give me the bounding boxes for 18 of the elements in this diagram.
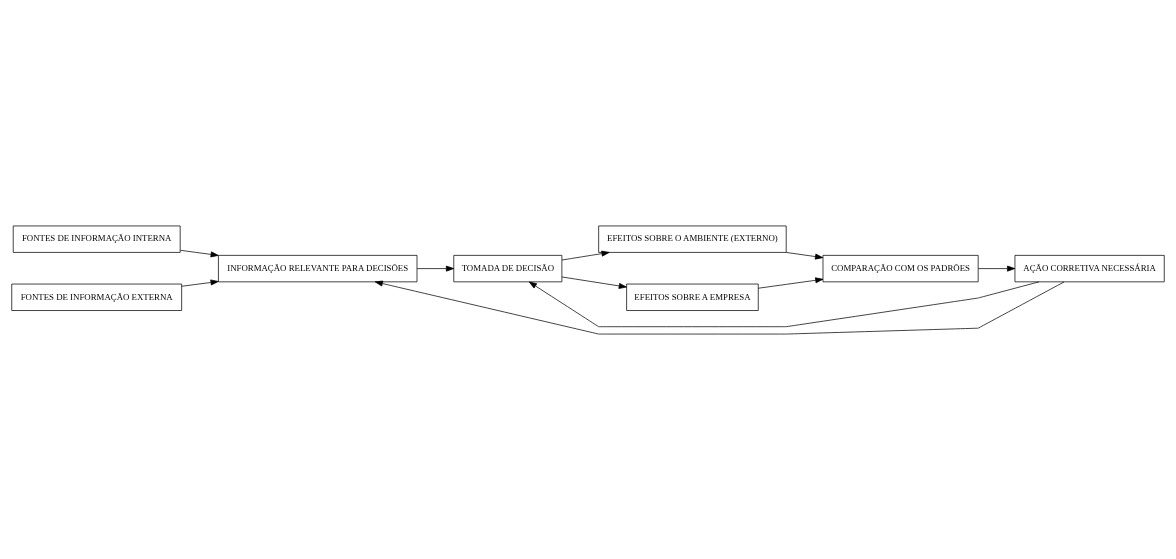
node-box: TOMADA DE DECISÃO <box>453 254 563 282</box>
arrow <box>181 279 219 287</box>
arrow <box>757 276 824 289</box>
arrow <box>785 251 824 259</box>
node-box: COMPARAÇÃO COM OS PADRÕES <box>822 254 979 282</box>
arrow <box>561 276 627 289</box>
arrow <box>180 249 219 257</box>
node-box: EFEITOS SOBRE A EMPRESA <box>626 283 759 311</box>
arrow <box>528 281 1040 327</box>
arrow <box>416 265 455 272</box>
arrow <box>978 265 1016 272</box>
node-box: FONTES DE INFORMAÇÃO INTERNA <box>12 225 181 253</box>
node-box: AÇÃO CORRETIVA NECESSÁRIA <box>1014 254 1165 282</box>
node-box: FONTES DE INFORMAÇÃO EXTERNA <box>11 283 182 311</box>
node-box: INFORMAÇÃO RELEVANTE PARA DECISÕES <box>218 254 418 282</box>
arrow <box>374 280 1065 334</box>
arrow <box>561 250 610 260</box>
node-box: EFEITOS SOBRE O AMBIENTE (EXTERNO) <box>598 225 787 253</box>
